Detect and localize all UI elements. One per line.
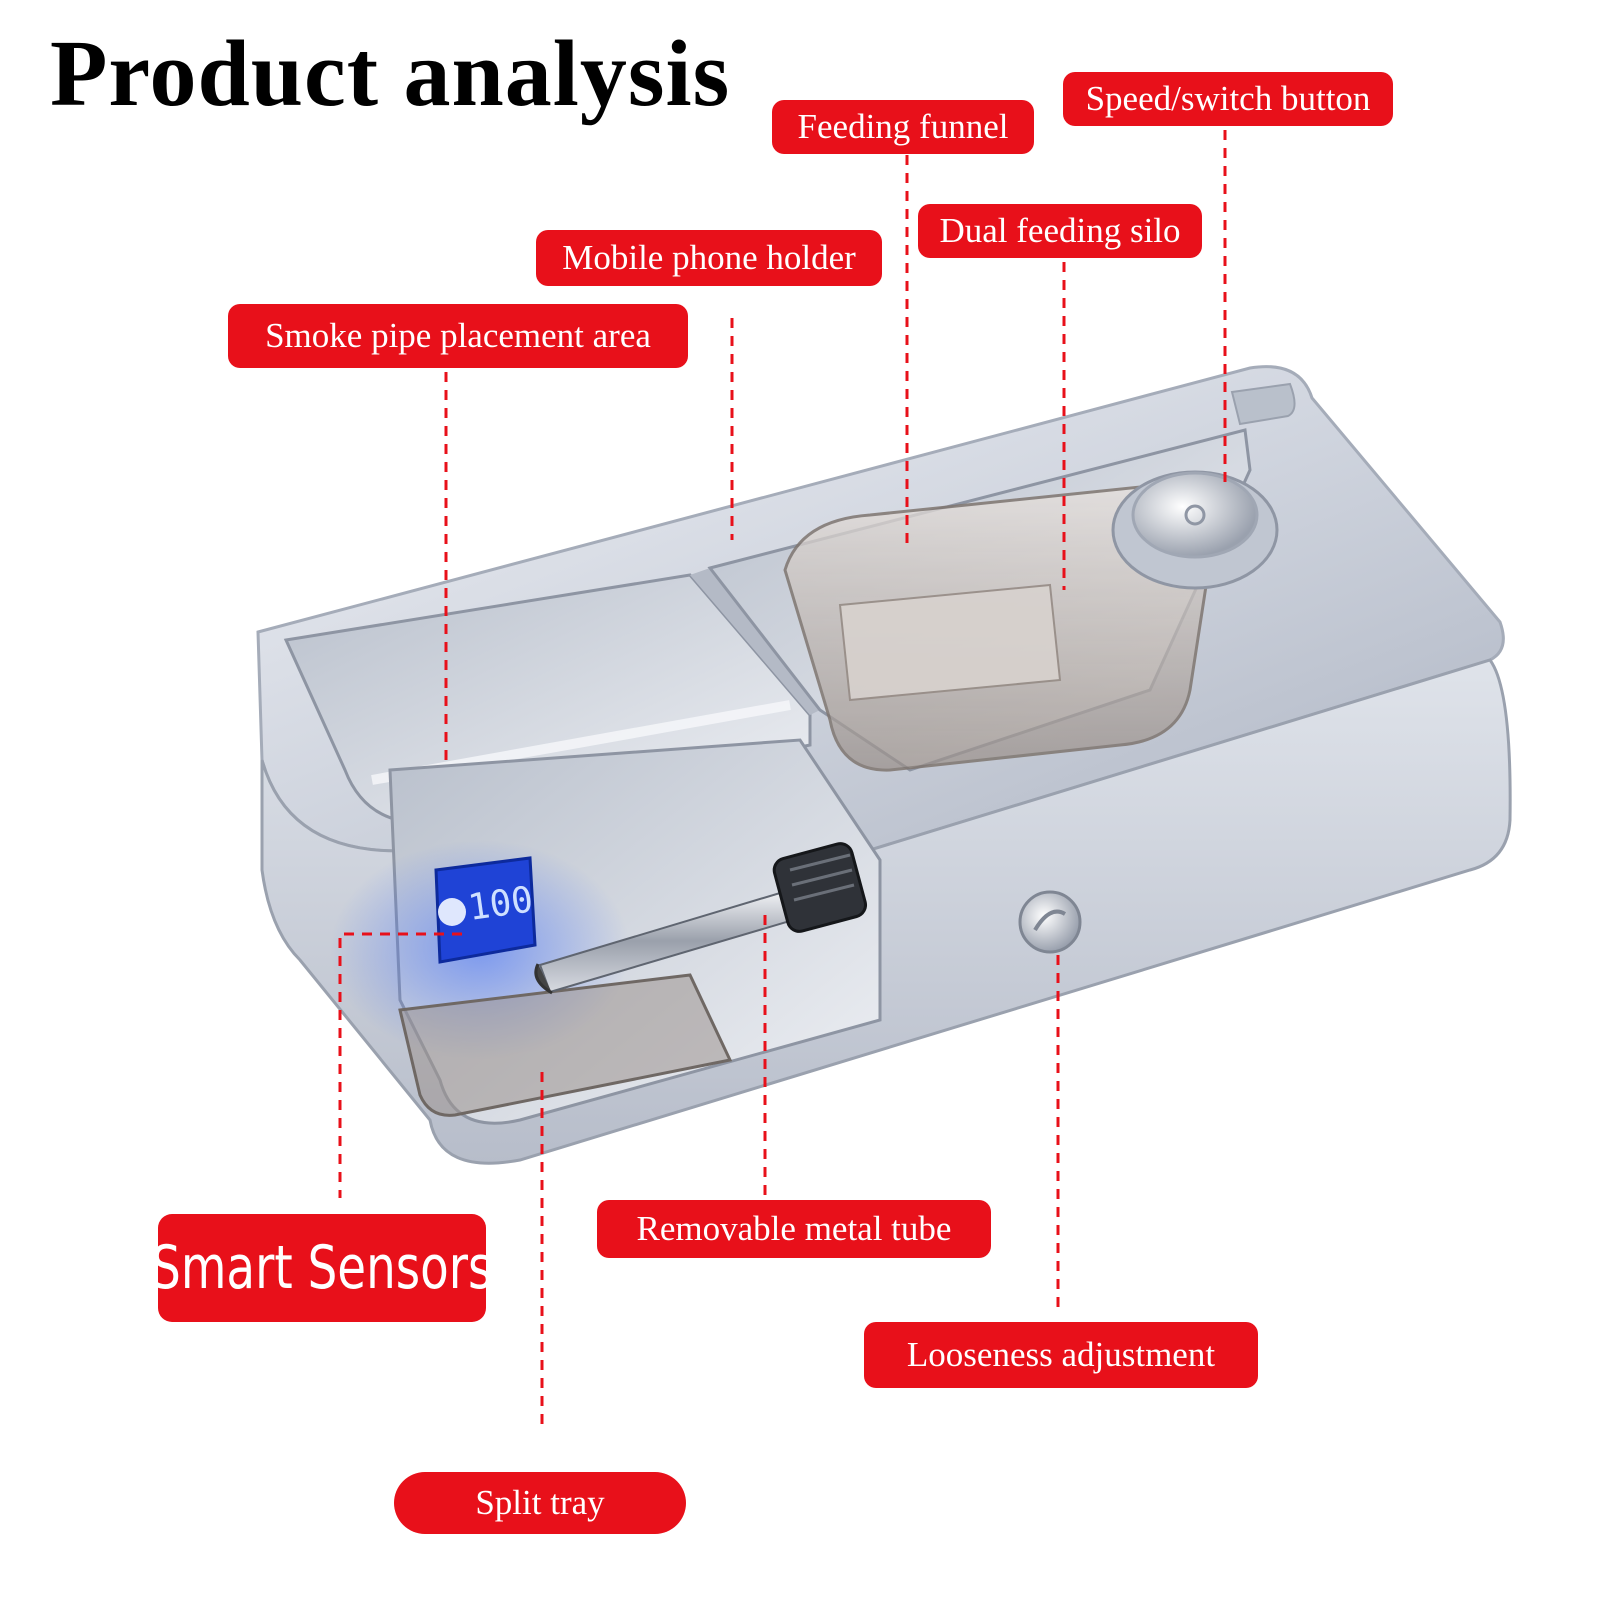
looseness-knob — [1018, 890, 1082, 954]
label-feeding-funnel: Feeding funnel — [772, 100, 1034, 154]
metal-tube — [534, 842, 868, 995]
label-split-tray: Split tray — [394, 1472, 686, 1534]
sensor-display — [434, 856, 537, 964]
label-removable-metal-tube: Removable metal tube — [597, 1200, 991, 1258]
split-tray — [398, 973, 733, 1117]
label-looseness-adjustment: Looseness adjustment — [864, 1322, 1258, 1388]
label-mobile-phone-holder: Mobile phone holder — [536, 230, 882, 286]
leader-smart-sensors — [338, 932, 462, 1198]
phone-holder-slot — [690, 568, 820, 715]
label-smoke-pipe-placement-area: Smoke pipe placement area — [228, 304, 688, 368]
label-speed-switch-button: Speed/switch button — [1063, 72, 1393, 126]
page-title: Product analysis — [50, 22, 731, 126]
display-reading: 100 — [466, 879, 536, 929]
speed-switch-knob — [1111, 470, 1279, 590]
label-dual-feeding-silo: Dual feeding silo — [918, 204, 1202, 258]
label-smart-sensors: Smart Sensors — [151, 1214, 493, 1322]
